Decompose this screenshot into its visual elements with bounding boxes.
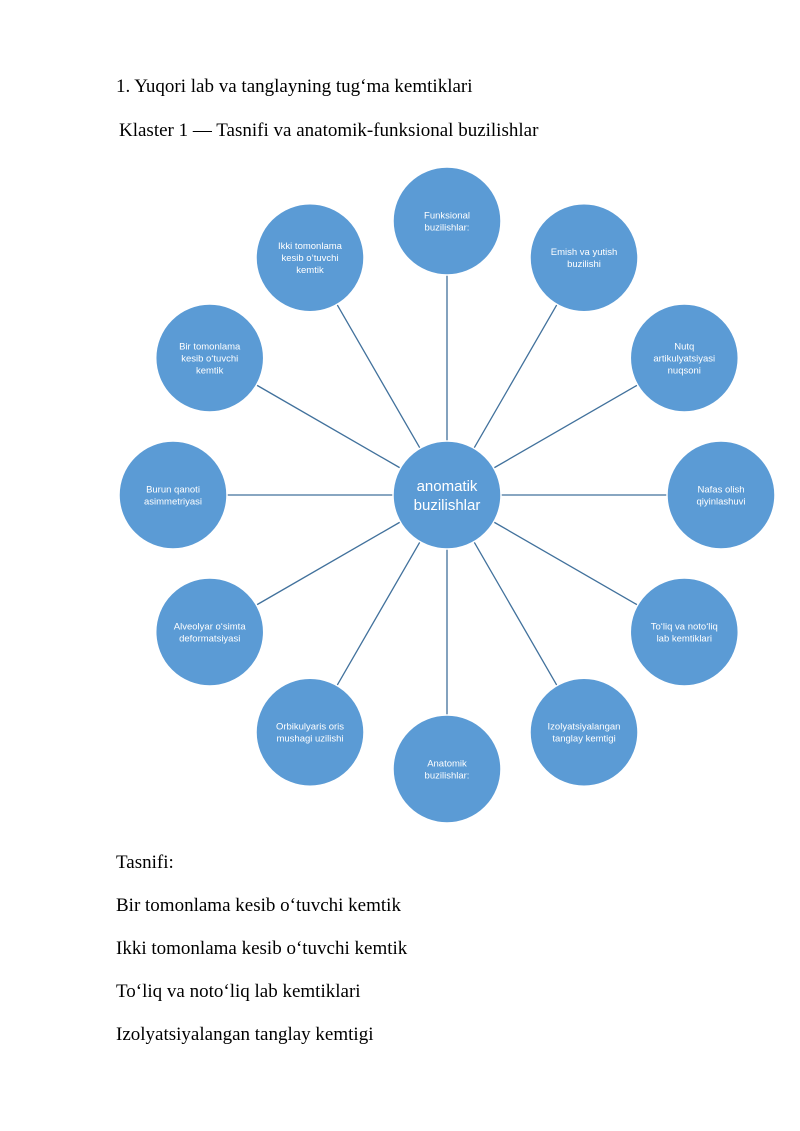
node-circle (392, 166, 502, 276)
connector-lines (227, 275, 667, 715)
tasnifi-item: To‘liq va noto‘liq lab kemtiklari (116, 981, 361, 1002)
connector-line (256, 521, 401, 606)
tasnifi-section: Tasnifi: Bir tomonlama kesib o‘tuvchi ke… (116, 852, 407, 1067)
connector-line (493, 521, 638, 606)
node-circle (255, 202, 365, 313)
node-circle (629, 577, 740, 687)
connector-line (336, 541, 421, 686)
node-circle (255, 677, 365, 788)
node-circle (154, 577, 265, 687)
connector-line (256, 384, 401, 469)
tasnifi-item: Izolyatsiyalangan tanglay kemtigi (116, 1024, 374, 1045)
node-circle (629, 303, 740, 413)
cluster-title: Klaster 1 — Tasnifi va anatomik-funksion… (119, 120, 539, 141)
tasnifi-item: Ikki tomonlama kesib o‘tuvchi kemtik (116, 938, 408, 959)
node-circle (118, 440, 228, 550)
node-circle (392, 714, 502, 824)
section-heading: 1. Yuqori lab va tanglayning tug‘ma kemt… (116, 76, 473, 97)
connector-line (336, 304, 421, 449)
connector-line (493, 384, 638, 469)
tasnifi-title: Tasnifi: (116, 852, 174, 873)
node-circle (529, 677, 639, 788)
node-circle (529, 202, 639, 313)
node-circle (666, 440, 776, 550)
connector-line (473, 304, 558, 449)
connector-line (473, 541, 558, 686)
tasnifi-item: Bir tomonlama kesib o‘tuvchi kemtik (116, 895, 401, 916)
node-circle (154, 303, 265, 413)
center-circle (392, 440, 502, 550)
